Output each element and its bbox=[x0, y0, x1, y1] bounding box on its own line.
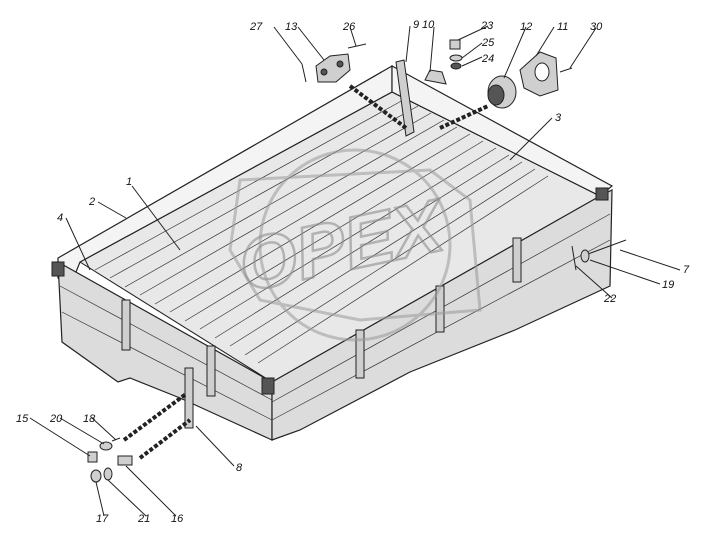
part-30-bolt bbox=[559, 67, 573, 73]
label-19: 19 bbox=[662, 279, 674, 291]
label-2: 2 bbox=[88, 196, 95, 208]
label-7: 7 bbox=[683, 264, 690, 276]
callout-labels: 1 2 3 4 7 8 9 10 11 12 13 15 16 17 18 19… bbox=[16, 19, 690, 525]
corner-hinges bbox=[51, 187, 609, 395]
part-17-nut bbox=[90, 469, 102, 483]
stake-8 bbox=[184, 367, 194, 429]
label-11: 11 bbox=[557, 21, 568, 33]
part-19-washer bbox=[580, 249, 590, 263]
label-25: 25 bbox=[481, 37, 495, 49]
part-13-bracket bbox=[315, 53, 351, 83]
part-21-washer bbox=[103, 467, 113, 481]
label-23: 23 bbox=[480, 20, 494, 32]
label-24: 24 bbox=[481, 53, 494, 65]
label-21: 21 bbox=[137, 513, 150, 525]
label-4: 4 bbox=[57, 212, 63, 224]
front-post-9 bbox=[395, 59, 415, 137]
part-24-nut bbox=[450, 62, 462, 70]
label-8: 8 bbox=[236, 462, 243, 474]
label-12: 12 bbox=[520, 21, 532, 33]
exploded-parts bbox=[87, 39, 627, 483]
label-26: 26 bbox=[342, 21, 356, 33]
label-1: 1 bbox=[126, 176, 132, 188]
label-9: 9 bbox=[413, 19, 419, 31]
label-16: 16 bbox=[171, 513, 184, 525]
label-17: 17 bbox=[96, 513, 109, 525]
part-25-washer bbox=[449, 54, 463, 62]
label-22: 22 bbox=[603, 293, 616, 305]
part-23-bolt bbox=[449, 39, 461, 50]
assembly-arrows bbox=[122, 84, 489, 460]
label-3: 3 bbox=[555, 112, 562, 124]
part-7-rod bbox=[587, 239, 627, 255]
part-20-washer bbox=[99, 441, 113, 451]
label-18: 18 bbox=[83, 413, 96, 425]
part-26-bolt bbox=[347, 43, 367, 49]
label-15: 15 bbox=[16, 413, 29, 425]
bracket-10 bbox=[424, 69, 447, 85]
label-27: 27 bbox=[249, 21, 263, 33]
part-16-bolt bbox=[117, 455, 133, 466]
label-20: 20 bbox=[49, 413, 63, 425]
label-10: 10 bbox=[422, 19, 435, 31]
part-15-bolt bbox=[87, 451, 98, 463]
leader-lines bbox=[29, 25, 681, 517]
label-13: 13 bbox=[285, 21, 298, 33]
part-22-pin bbox=[571, 245, 577, 271]
floor-planks bbox=[94, 98, 549, 364]
part-27-pin bbox=[301, 63, 307, 83]
label-30: 30 bbox=[590, 21, 603, 33]
cargo-platform bbox=[51, 59, 614, 441]
